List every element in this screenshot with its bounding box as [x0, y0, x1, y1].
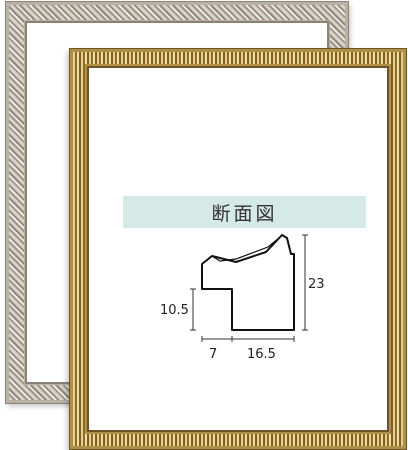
cross-section-title: 断面図: [211, 202, 278, 225]
width-dimensions: 7 16.5: [201, 336, 295, 362]
height-inner-label: 10.5: [160, 303, 189, 318]
height-total-dimension: 23: [302, 234, 325, 331]
frame-profile-detail: [211, 237, 280, 262]
gold-frame-image: [70, 49, 406, 449]
height-inner-dimension: 10.5: [160, 288, 196, 331]
frame-profile-outline: [201, 234, 295, 331]
height-total-label: 23: [308, 277, 325, 292]
width-right-label: 16.5: [247, 347, 276, 362]
width-left-label: 7: [209, 347, 217, 362]
cross-section-title-banner: 断面図: [123, 196, 366, 228]
